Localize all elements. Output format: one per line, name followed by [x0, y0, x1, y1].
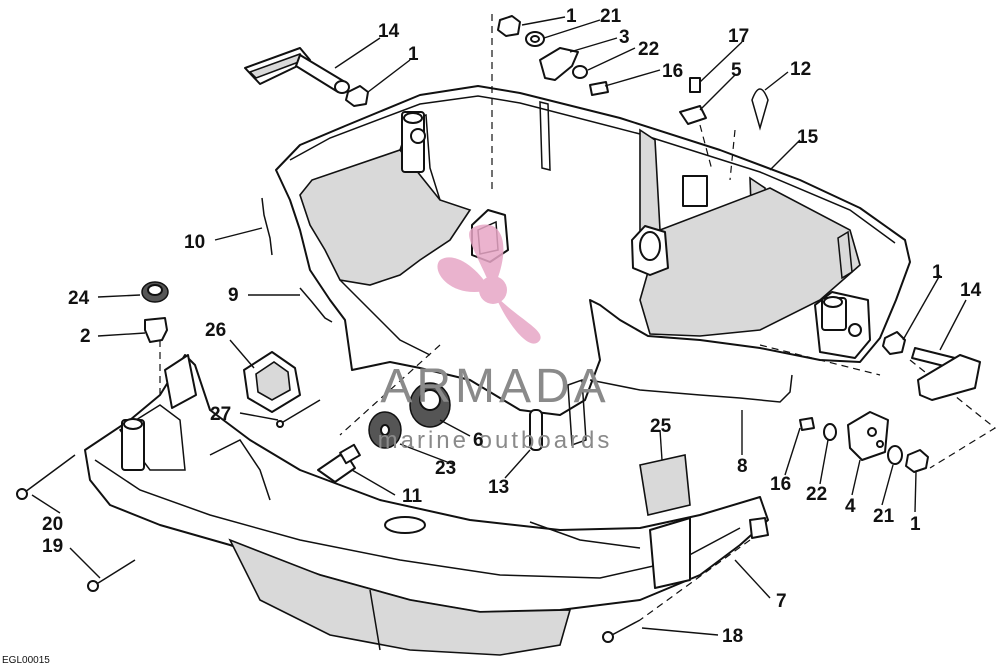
callout-16: 16	[770, 474, 791, 495]
armada-logo	[437, 224, 541, 344]
callout-9: 9	[228, 285, 239, 306]
callout-14: 14	[378, 21, 400, 42]
motor-cover-part	[275, 85, 911, 447]
callout-24: 24	[68, 288, 90, 309]
callout-25: 25	[650, 416, 672, 437]
callout-13: 13	[488, 477, 509, 498]
callout-21: 21	[873, 506, 895, 527]
callout-10: 10	[184, 232, 205, 253]
callout-1: 1	[932, 262, 943, 283]
strip-parts	[261, 197, 793, 403]
callout-21: 21	[600, 6, 622, 27]
callout-22: 22	[806, 484, 827, 505]
callout-1: 1	[566, 6, 577, 27]
callout-2: 2	[80, 326, 91, 347]
callout-17: 17	[728, 26, 749, 47]
callout-1: 1	[408, 44, 419, 65]
callout-3: 3	[619, 27, 630, 48]
callout-11: 11	[402, 486, 423, 507]
leader-lines	[31, 16, 967, 636]
callout-15: 15	[797, 127, 819, 148]
callout-27: 27	[210, 404, 231, 425]
callout-4: 4	[845, 496, 856, 517]
callout-6: 6	[473, 430, 484, 451]
callout-labels: 14 1 1 21 3 22 16 17 5 12 15 10 24 9 2 2…	[42, 6, 982, 647]
callout-1: 1	[910, 514, 921, 535]
callout-8: 8	[737, 456, 748, 477]
callout-16: 16	[662, 61, 683, 82]
callout-7: 7	[776, 591, 787, 612]
callout-12: 12	[790, 59, 811, 80]
handle-part-top	[244, 47, 350, 94]
callout-14: 14	[960, 280, 982, 301]
lower-cowl-part	[84, 354, 769, 656]
callout-18: 18	[722, 626, 743, 647]
watermark-brand: ARMADA	[380, 360, 609, 413]
drawing-code: EGL00015	[2, 655, 50, 665]
callout-19: 19	[42, 536, 63, 557]
watermark-tagline: marine outboards	[378, 427, 613, 454]
callout-5: 5	[731, 60, 742, 81]
small-parts	[16, 15, 981, 643]
callout-26: 26	[205, 320, 226, 341]
callout-20: 20	[42, 514, 63, 535]
callout-22: 22	[638, 39, 659, 60]
callout-23: 23	[435, 458, 456, 479]
handle-part-right	[911, 347, 981, 401]
